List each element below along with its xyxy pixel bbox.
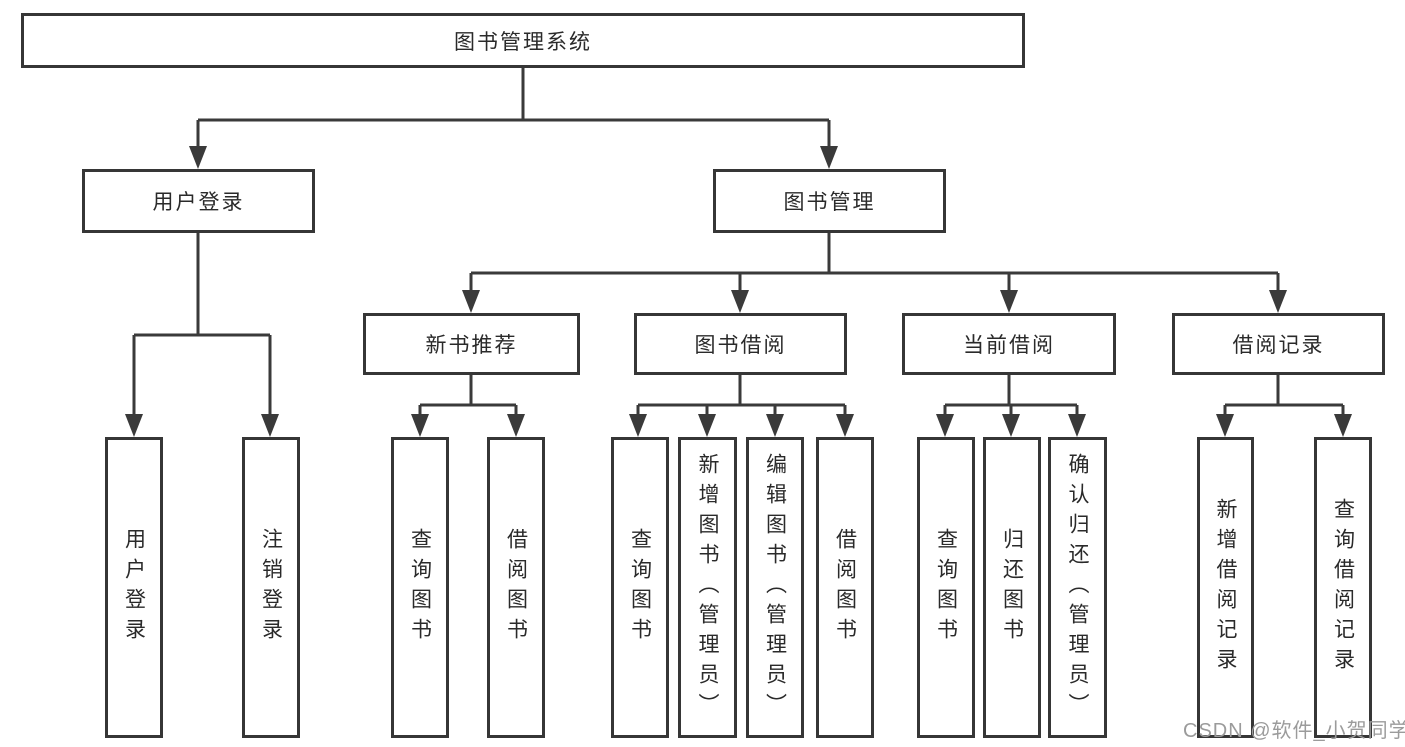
leaf-bb-query-books-label: 查询图书 xyxy=(628,527,652,648)
leaf-user-login-label: 用户登录 xyxy=(122,527,146,648)
leaf-br-query-record: 查询借阅记录 xyxy=(1314,437,1372,738)
leaf-br-query-record-label: 查询借阅记录 xyxy=(1331,497,1355,678)
leaf-bb-edit-books-admin-label: 编辑图书（管理员） xyxy=(763,452,787,723)
leaf-bb-borrow-books: 借阅图书 xyxy=(816,437,874,738)
leaf-bb-add-books-admin-label: 新增图书（管理员） xyxy=(696,452,719,723)
leaf-cb-return-books: 归还图书 xyxy=(983,437,1041,738)
leaf-bb-borrow-books-label: 借阅图书 xyxy=(833,527,857,648)
csdn-watermark: CSDN @软件_小贺同学 xyxy=(1183,720,1405,742)
node-borrow-records-label: 借阅记录 xyxy=(1232,334,1325,357)
node-book-management: 图书管理 xyxy=(713,169,946,233)
leaf-br-add-record: 新增借阅记录 xyxy=(1197,437,1254,738)
node-user-login: 用户登录 xyxy=(82,169,315,233)
leaf-nb-borrow-books: 借阅图书 xyxy=(487,437,545,738)
leaf-logout-label: 注销登录 xyxy=(259,527,283,648)
leaf-nb-borrow-books-label: 借阅图书 xyxy=(504,527,528,648)
leaf-bb-query-books: 查询图书 xyxy=(611,437,669,738)
leaf-nb-query-books-label: 查询图书 xyxy=(408,527,432,648)
node-book-borrow-label: 图书借阅 xyxy=(694,334,787,357)
node-current-borrow: 当前借阅 xyxy=(902,313,1116,375)
node-new-book-recommend-label: 新书推荐 xyxy=(425,334,518,357)
node-new-book-recommend: 新书推荐 xyxy=(363,313,580,375)
arrowheads xyxy=(125,146,1352,437)
leaf-cb-confirm-return-admin: 确认归还（管理员） xyxy=(1048,437,1107,738)
leaf-cb-confirm-return-admin-label: 确认归还（管理员） xyxy=(1066,452,1089,723)
node-root: 图书管理系统 xyxy=(21,13,1025,68)
node-user-login-label: 用户登录 xyxy=(152,191,245,214)
leaf-bb-add-books-admin: 新增图书（管理员） xyxy=(678,437,737,738)
leaf-user-login: 用户登录 xyxy=(105,437,163,738)
leaf-cb-return-books-label: 归还图书 xyxy=(1000,527,1024,648)
node-book-borrow: 图书借阅 xyxy=(634,313,847,375)
leaf-logout: 注销登录 xyxy=(242,437,300,738)
leaf-cb-query-books-label: 查询图书 xyxy=(934,527,958,648)
node-book-management-label: 图书管理 xyxy=(783,191,876,214)
node-current-borrow-label: 当前借阅 xyxy=(963,334,1055,357)
leaf-bb-edit-books-admin: 编辑图书（管理员） xyxy=(746,437,804,738)
leaf-br-add-record-label: 新增借阅记录 xyxy=(1214,497,1237,678)
node-borrow-records: 借阅记录 xyxy=(1172,313,1385,375)
leaf-cb-query-books: 查询图书 xyxy=(917,437,975,738)
leaf-nb-query-books: 查询图书 xyxy=(391,437,449,738)
node-root-label: 图书管理系统 xyxy=(454,30,592,54)
